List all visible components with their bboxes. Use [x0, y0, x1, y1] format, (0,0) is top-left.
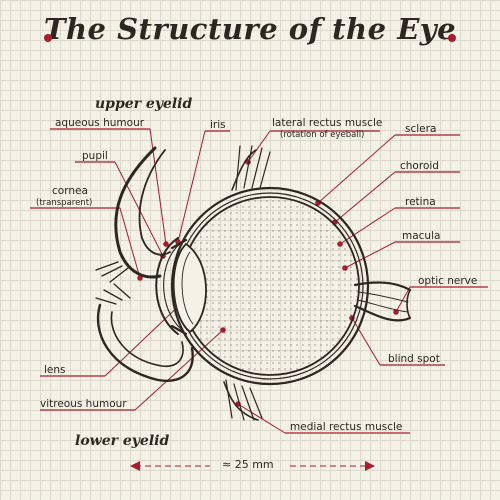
label-sclera: sclera — [405, 123, 437, 135]
label-macula: macula — [402, 230, 441, 242]
label-cornea-note: (transparent) — [36, 198, 93, 208]
scale-label: ≈ 25 mm — [222, 458, 274, 471]
scale-bar — [130, 461, 375, 471]
label-pupil: pupil — [82, 150, 108, 162]
label-iris: iris — [210, 119, 226, 131]
label-cornea: cornea — [52, 185, 88, 197]
label-upper-eyelid: upper eyelid — [95, 96, 193, 112]
title-dot-left — [44, 34, 52, 42]
label-retina: retina — [405, 196, 436, 208]
label-choroid: choroid — [400, 160, 439, 172]
label-vitreous-humour: vitreous humour — [40, 398, 127, 410]
label-aqueous-humour: aqueous humour — [55, 117, 145, 129]
label-medial-rectus-muscle: medial rectus muscle — [290, 421, 403, 433]
label-lens: lens — [44, 364, 66, 376]
title-dot-right — [448, 34, 456, 42]
label-optic-nerve: optic nerve — [418, 275, 478, 287]
label-lateral-rectus-muscle: lateral rectus muscle — [272, 117, 383, 129]
label-lateral-rectus-note: (rotation of eyeball) — [280, 130, 365, 140]
page-title: The Structure of the Eye — [43, 12, 457, 46]
label-rules — [30, 128, 488, 434]
eye-drawing — [95, 145, 412, 421]
label-lower-eyelid: lower eyelid — [75, 433, 170, 449]
label-blind-spot: blind spot — [388, 353, 440, 365]
